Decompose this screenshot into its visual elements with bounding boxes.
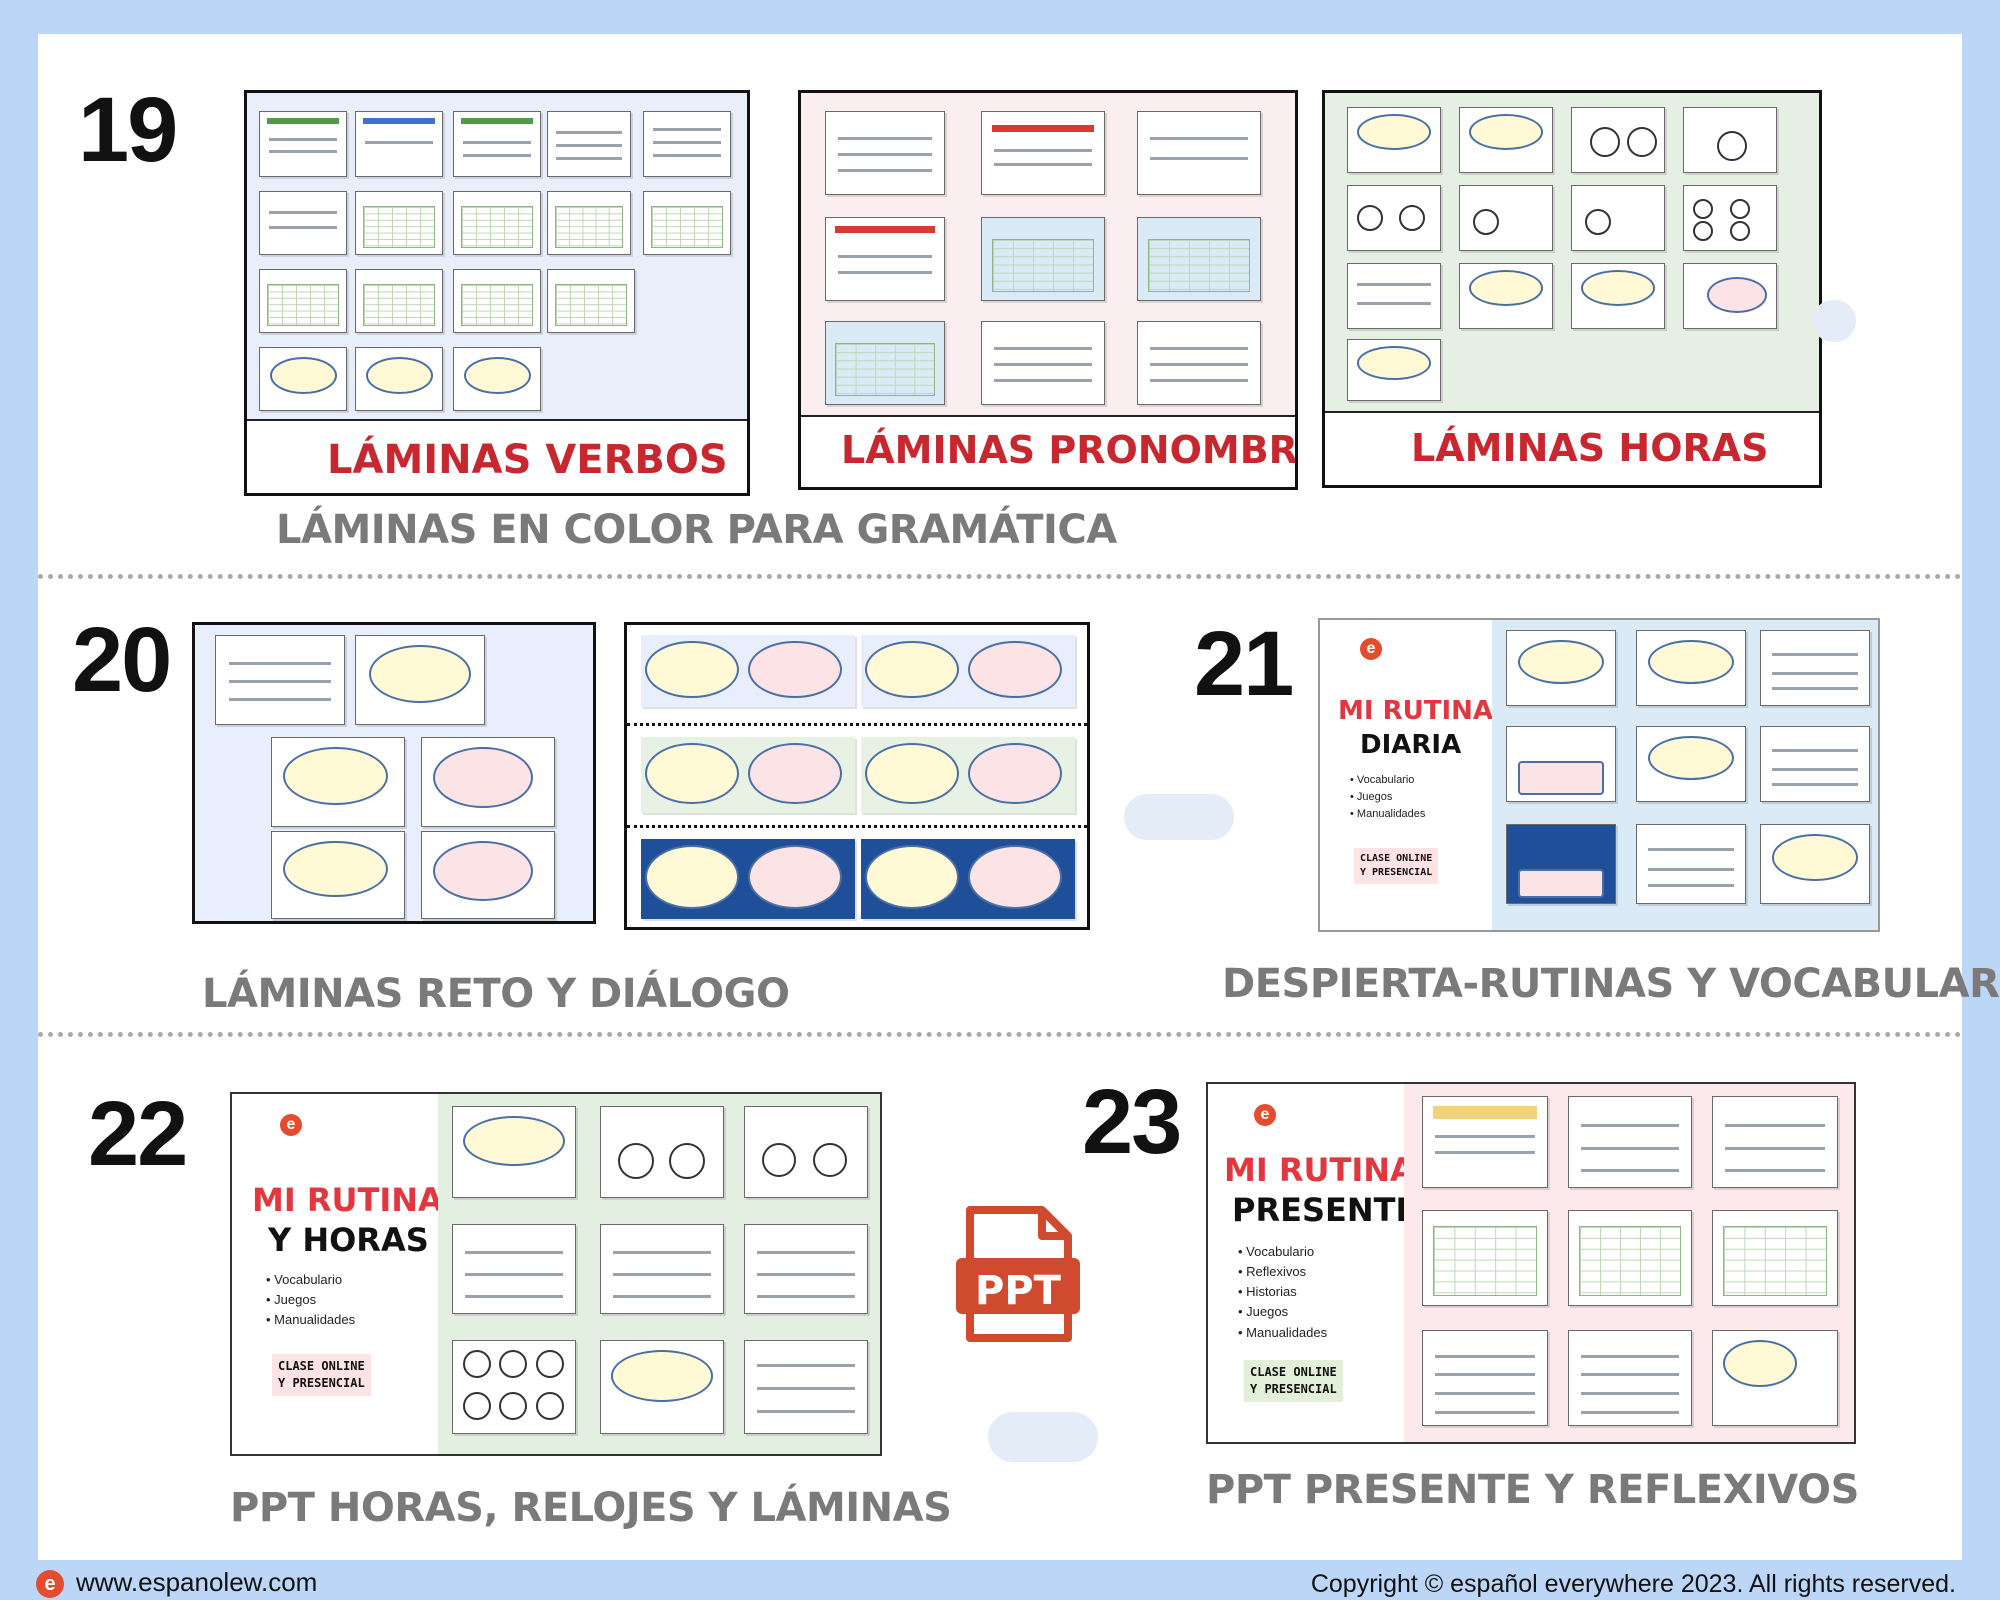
section-number-23: 23 — [1082, 1071, 1182, 1173]
product-mi-rutina-diaria[interactable]: e MI RUTINA DIARIA • Vocabulario • Juego… — [1318, 618, 1880, 932]
product-laminas-horas[interactable]: LÁMINAS HORAS — [1322, 90, 1822, 488]
bullet-item: • Vocabulario — [1238, 1244, 1315, 1259]
bullet-item: • Juegos — [266, 1292, 317, 1308]
product-laminas-verbos[interactable]: LÁMINAS VERBOS — [244, 90, 750, 496]
product-title: LÁMINAS HORAS — [1411, 426, 1769, 470]
product-title: LÁMINAS PRONOMBRES — [841, 428, 1298, 472]
espanol-everywhere-logo-icon: e — [36, 1570, 64, 1598]
bullet-item: • Juegos — [1238, 1304, 1289, 1320]
cover-title-red: MI RUTINA — [252, 1181, 443, 1219]
cover-title-red: MI RUTINA — [1224, 1151, 1415, 1189]
bullet-item: • Juegos — [1350, 791, 1393, 804]
divider — [38, 574, 1962, 579]
product-title: LÁMINAS VERBOS — [327, 437, 728, 483]
product-mi-rutina-y-horas[interactable]: e MI RUTINA Y HORAS • Vocabulario • Jueg… — [230, 1092, 882, 1456]
footer-bar — [0, 1560, 2000, 1600]
clase-online-badge: CLASE ONLINE Y PRESENCIAL — [1244, 1360, 1343, 1402]
bullet-item: • Vocabulario — [1350, 774, 1415, 786]
bullet-item: • Manualidades — [1350, 808, 1426, 821]
footer-website[interactable]: www.espanolew.com — [76, 1567, 318, 1597]
cover-bullets: • Vocabulario • Juegos • Manualidades — [266, 1270, 355, 1330]
bullet-item: • Manualidades — [266, 1312, 356, 1328]
divider — [38, 1032, 1962, 1037]
bullet-item: • Historias — [1238, 1284, 1297, 1300]
cloud-decoration — [1124, 794, 1234, 840]
section-caption-20: LÁMINAS RETO Y DIÁLOGO — [202, 971, 790, 1017]
cloud-decoration — [1812, 300, 1856, 342]
clase-online-badge: CLASE ONLINE Y PRESENCIAL — [272, 1354, 371, 1396]
cover-bullets: • Vocabulario • Reflexivos • Historias •… — [1238, 1242, 1327, 1343]
product-mi-rutina-presente[interactable]: e MI RUTINA PRESENTE • Vocabulario • Ref… — [1206, 1082, 1856, 1444]
ppt-label: PPT — [975, 1268, 1061, 1314]
cover-title-black: DIARIA — [1360, 730, 1462, 760]
section-caption-21: DESPIERTA-RUTINAS Y VOCABULARIO — [1222, 961, 2000, 1007]
ppt-file-icon: PPT — [956, 1206, 1080, 1346]
cover-bullets: • Vocabulario • Juegos • Manualidades — [1350, 772, 1425, 823]
section-number-19: 19 — [78, 79, 178, 181]
cover-title-red: MI RUTINA — [1338, 696, 1494, 726]
espanol-everywhere-logo-icon: e — [280, 1114, 302, 1136]
section-number-22: 22 — [88, 1083, 188, 1185]
product-laminas-reto-1[interactable] — [192, 622, 596, 924]
espanol-everywhere-logo-icon: e — [1254, 1104, 1276, 1126]
section-caption-19: LÁMINAS EN COLOR PARA GRAMÁTICA — [276, 507, 1117, 553]
clase-online-badge: CLASE ONLINE Y PRESENCIAL — [1354, 848, 1439, 884]
bullet-item: • Manualidades — [1238, 1324, 1328, 1340]
cloud-decoration — [988, 1412, 1098, 1462]
cover-title-black: PRESENTE — [1232, 1191, 1418, 1229]
bullet-item: • Vocabulario — [266, 1272, 343, 1287]
section-caption-23: PPT PRESENTE Y REFLEXIVOS — [1206, 1467, 1859, 1513]
espanol-everywhere-logo-icon: e — [1360, 638, 1382, 660]
product-laminas-reto-2[interactable] — [624, 622, 1090, 930]
catalog-sheet: 19 LÁMINAS VERBOS LÁMINAS PRONOMBRE — [38, 34, 2000, 1560]
section-number-21: 21 — [1194, 613, 1294, 715]
footer-copyright: Copyright © español everywhere 2023. All… — [1310, 1570, 1956, 1598]
cover-title-black: Y HORAS — [268, 1221, 429, 1259]
bullet-item: • Reflexivos — [1238, 1264, 1307, 1280]
product-laminas-pronombres[interactable]: LÁMINAS PRONOMBRES — [798, 90, 1298, 490]
section-caption-22: PPT HORAS, RELOJES Y LÁMINAS — [230, 1485, 952, 1531]
section-number-20: 20 — [72, 609, 172, 711]
